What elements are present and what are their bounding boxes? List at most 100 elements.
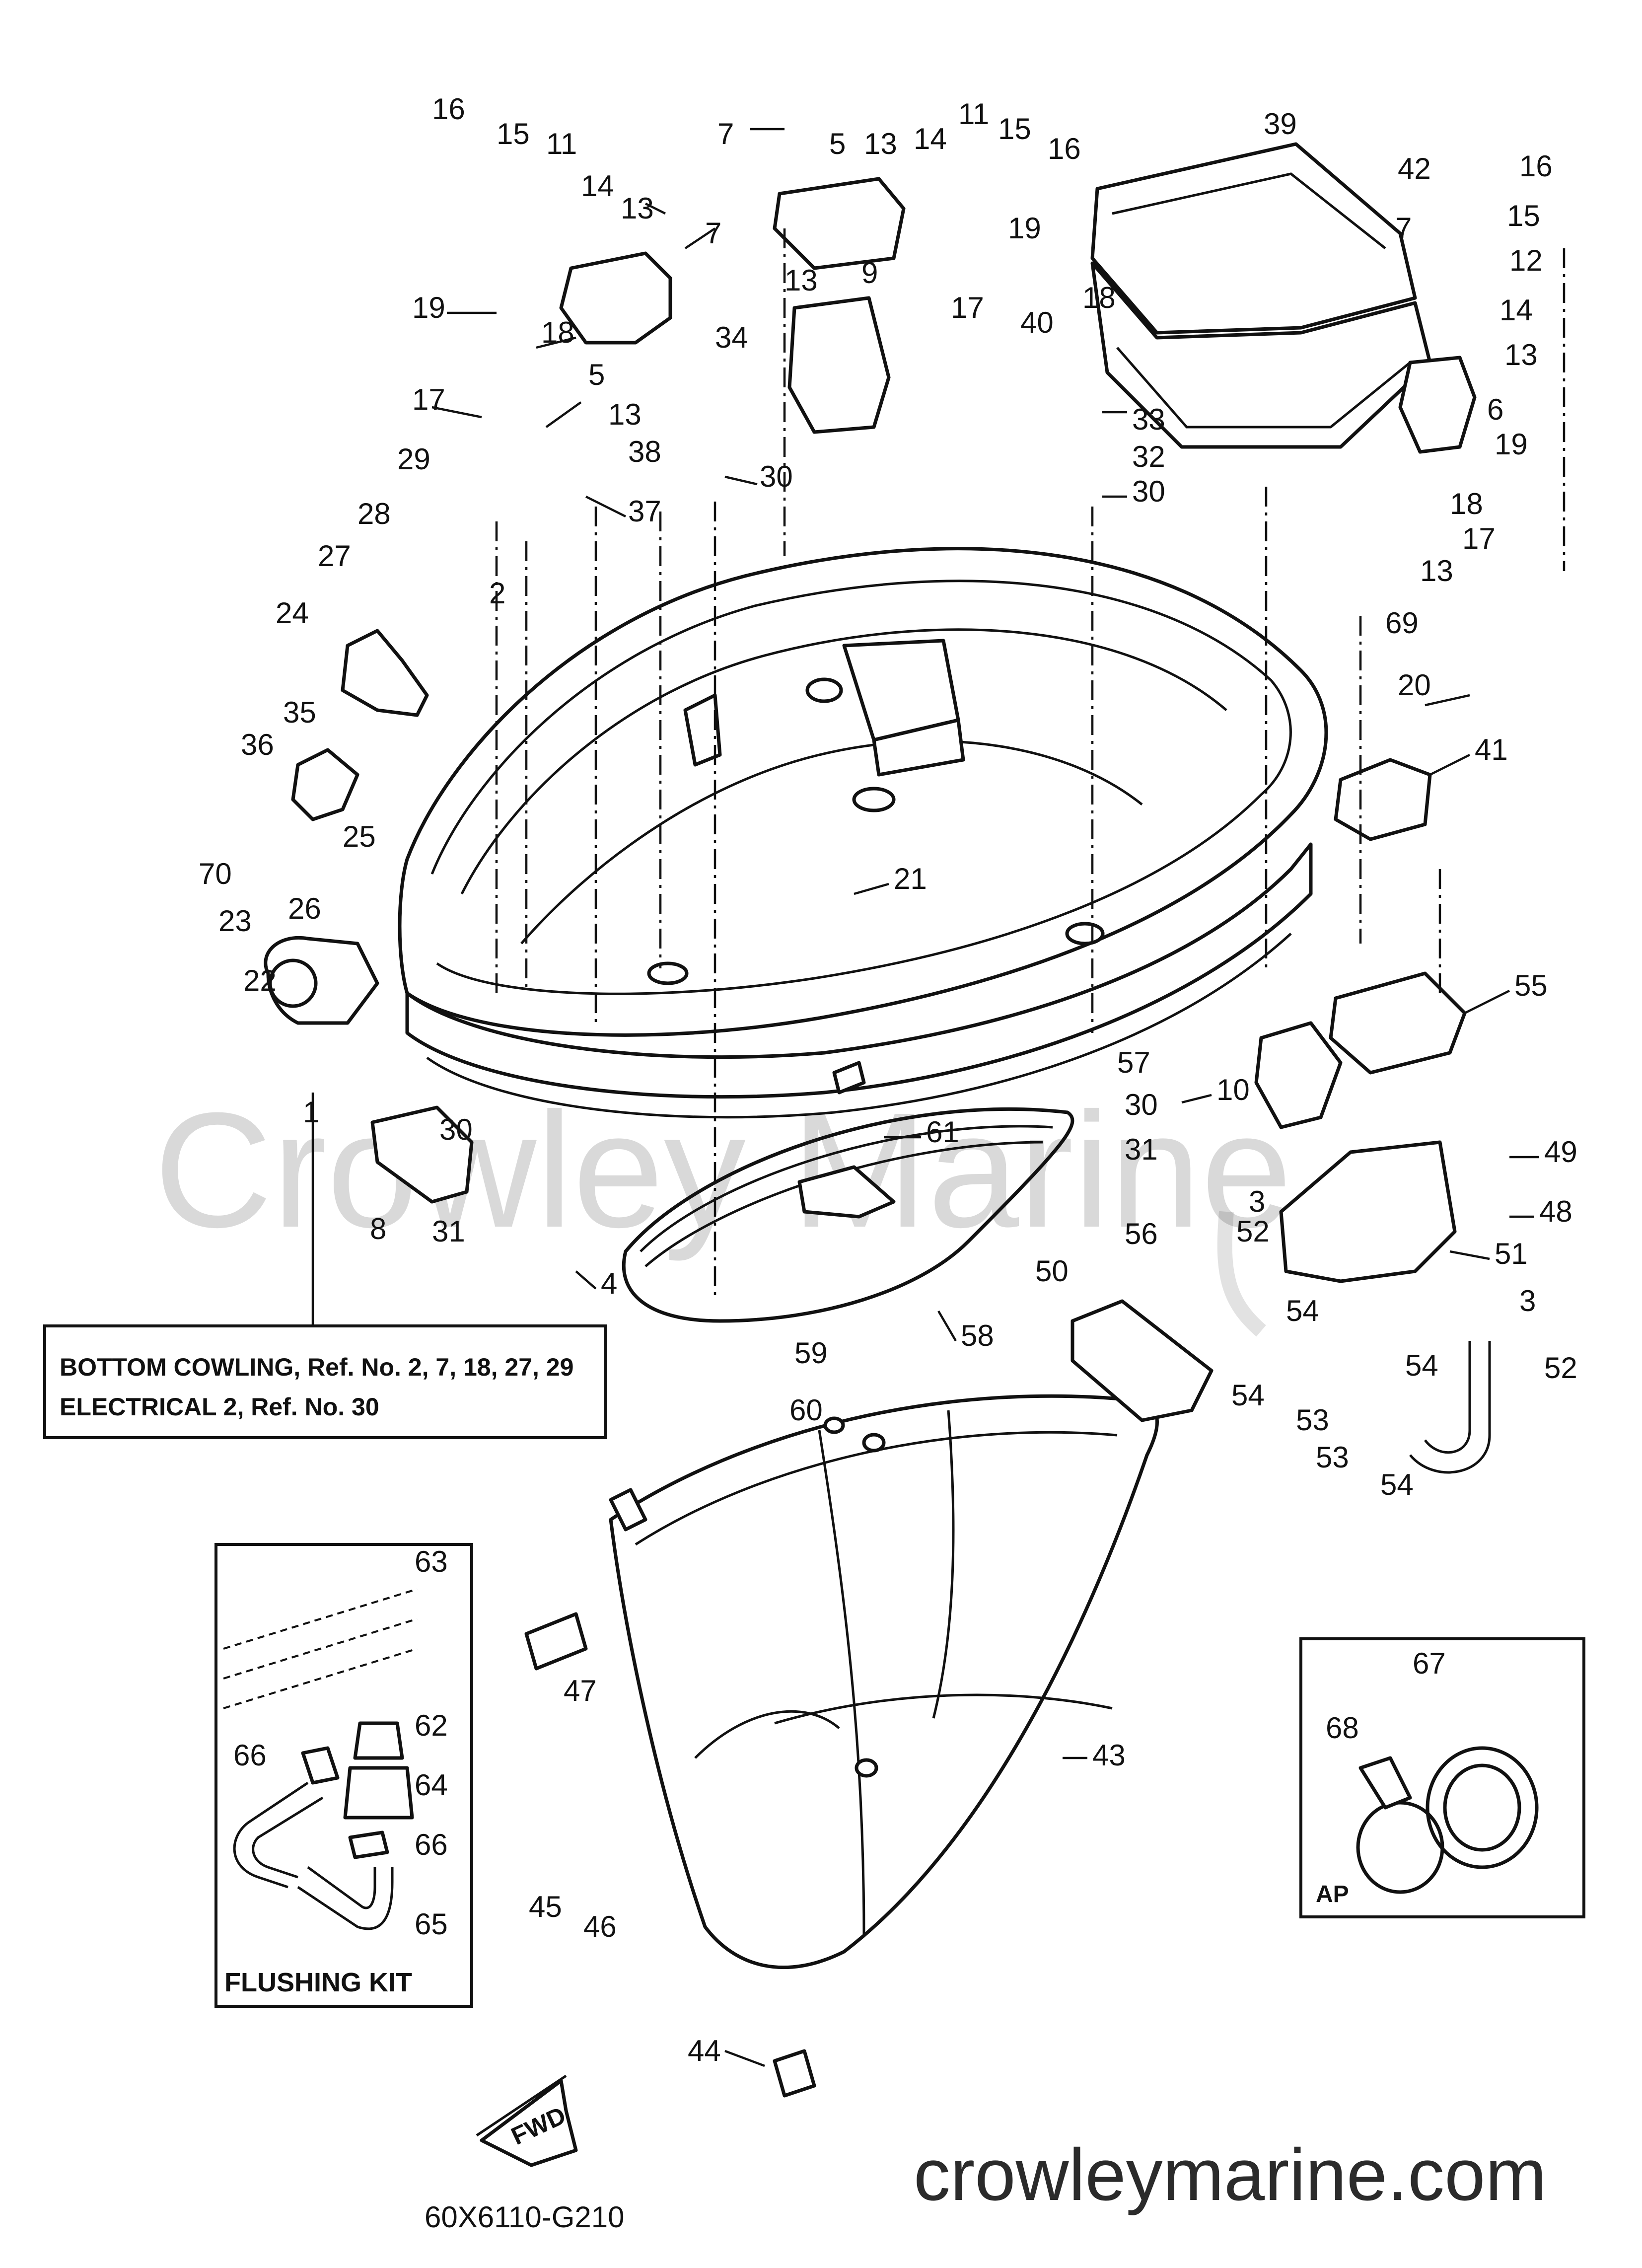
callout-label: 52 <box>1544 1351 1577 1385</box>
callout-label: 34 <box>715 321 748 354</box>
callout-label: 54 <box>1231 1379 1265 1412</box>
callout-label: 16 <box>1048 132 1081 165</box>
callout-label: 9 <box>861 256 878 290</box>
callout-label: 3 <box>1249 1185 1265 1218</box>
callout-label: 56 <box>1125 1217 1158 1250</box>
callout-label: 35 <box>283 696 316 729</box>
callout-label: 54 <box>1380 1468 1414 1501</box>
callout-label: 1 <box>303 1096 319 1129</box>
callout-label: 16 <box>1519 149 1553 183</box>
callout-label: 5 <box>588 358 605 391</box>
callout-label: 29 <box>397 442 430 476</box>
callout-label: 48 <box>1539 1195 1572 1228</box>
callout-label: 30 <box>760 460 793 493</box>
callout-label: 18 <box>1082 281 1116 314</box>
callout-label: 15 <box>998 112 1031 146</box>
diagram-code: 60X6110-G210 <box>425 2200 625 2234</box>
callout-label: 45 <box>529 1890 562 1923</box>
callout-label: 49 <box>1544 1135 1577 1169</box>
callout-label: 7 <box>717 117 734 150</box>
callout-label: 60 <box>789 1393 823 1427</box>
callout-label: 55 <box>1514 969 1548 1002</box>
website-text: crowleymarine.com <box>914 2134 1547 2216</box>
callout-label: 30 <box>1132 475 1165 508</box>
callout-label: 44 <box>688 2034 721 2067</box>
callout-label: 16 <box>432 92 465 126</box>
callout-label: 18 <box>541 316 574 349</box>
callout-label: 3 <box>1519 1284 1536 1317</box>
callout-label: 24 <box>276 596 309 630</box>
callout-label: 18 <box>1450 487 1483 520</box>
callout-label: 61 <box>926 1115 959 1149</box>
ap-box: 68 67 AP <box>1299 1637 1585 1918</box>
callout-label: 36 <box>241 728 274 761</box>
callout-label: 11 <box>958 97 989 131</box>
fwd-arrow: FWD <box>476 2074 578 2167</box>
callout-label: 7 <box>1395 212 1412 245</box>
note-line-1: BOTTOM COWLING, Ref. No. 2, 7, 18, 27, 2… <box>60 1353 573 1381</box>
callout-label: 17 <box>412 383 445 416</box>
note-line-2: ELECTRICAL 2, Ref. No. 30 <box>60 1393 379 1421</box>
callout-label: 17 <box>951 291 984 324</box>
callout-label: 23 <box>218 904 252 938</box>
callout-label: 31 <box>432 1215 465 1248</box>
bottom-cowling-drawing <box>398 547 1328 1119</box>
callout-label: 17 <box>1462 522 1496 555</box>
leader-lines <box>431 128 1539 2067</box>
callout-label: 19 <box>412 291 445 324</box>
callout-label: 43 <box>1092 1739 1126 1772</box>
callout-label: 2 <box>489 577 505 610</box>
callout-label: 42 <box>1398 152 1431 185</box>
callout-label: 19 <box>1008 212 1041 245</box>
flushing-callout-66: 66 <box>233 1739 267 1772</box>
callout-label: 59 <box>794 1336 828 1370</box>
callout-label: 58 <box>961 1319 994 1352</box>
ap-callout-68: 68 <box>1326 1711 1359 1745</box>
watermark-text: Crowley Marine <box>154 1078 1292 1262</box>
callout-label: 33 <box>1132 403 1165 436</box>
callout-label: 15 <box>1507 199 1540 232</box>
callout-label: 46 <box>583 1910 617 1943</box>
callout-label: 20 <box>1398 668 1431 702</box>
callout-label: 54 <box>1405 1349 1438 1382</box>
callout-label: 14 <box>914 122 947 155</box>
callout-label: 13 <box>785 264 818 297</box>
alignment-lines <box>495 228 1566 1301</box>
flushing-kit-title: FLUSHING KIT <box>224 1968 412 1997</box>
callout-label: 4 <box>601 1267 617 1300</box>
callout-label: 22 <box>243 964 277 997</box>
callout-label: 13 <box>1420 554 1453 587</box>
callout-label: 70 <box>199 857 232 890</box>
callout-label: 50 <box>1035 1254 1069 1288</box>
callout-label: 19 <box>1495 428 1528 461</box>
callout-labels: 16 15 11 14 13 7 19 18 5 13 17 38 29 37 … <box>199 92 1577 2067</box>
callout-label: 10 <box>1216 1073 1250 1106</box>
ap-callout-67: 67 <box>1413 1647 1446 1680</box>
callout-label: 28 <box>357 497 391 530</box>
reference-note-box: BOTTOM COWLING, Ref. No. 2, 7, 18, 27, 2… <box>43 1093 607 1439</box>
flushing-callout-66b: 66 <box>415 1828 448 1861</box>
callout-label: 30 <box>439 1113 473 1146</box>
flushing-kit-box: 63 62 66 64 66 65 FLUSHING KIT <box>214 1543 473 2008</box>
callout-label: 51 <box>1495 1237 1528 1270</box>
callout-label: 25 <box>343 820 376 853</box>
callout-label: 26 <box>288 892 321 925</box>
callout-label: 40 <box>1020 306 1054 339</box>
flushing-callout-63: 63 <box>415 1545 448 1578</box>
callout-label: 53 <box>1296 1403 1329 1437</box>
ap-title: AP <box>1316 1881 1349 1907</box>
callout-label: 8 <box>370 1212 386 1245</box>
flushing-callout-64: 64 <box>415 1768 448 1802</box>
lower-cowling-drawing <box>609 1394 1159 1970</box>
callout-label: 13 <box>864 127 897 160</box>
callout-label: 27 <box>318 539 351 573</box>
flushing-callout-62: 62 <box>415 1709 448 1742</box>
callout-label: 5 <box>829 127 846 160</box>
callout-label: 41 <box>1475 733 1508 766</box>
callout-label: 39 <box>1264 107 1297 141</box>
small-parts <box>264 177 1491 2098</box>
callout-label: 69 <box>1385 606 1419 640</box>
callout-label: 31 <box>1125 1133 1158 1166</box>
